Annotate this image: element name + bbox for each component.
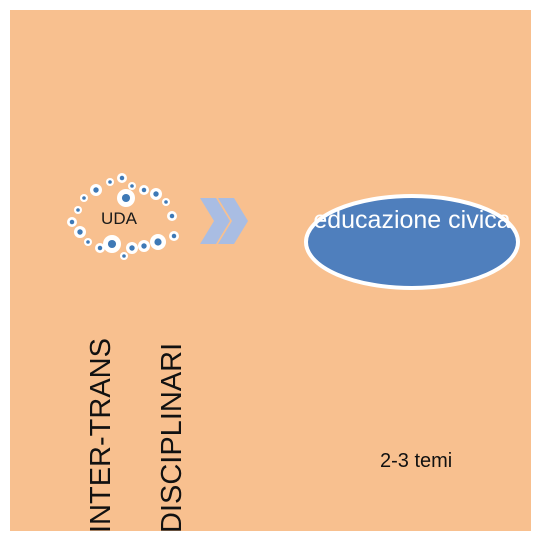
oval-shape [304,194,520,290]
dot-marker [74,226,86,238]
chevron-shape-1 [200,198,230,244]
dot-marker [67,217,77,227]
dot-marker [120,252,128,260]
dot-marker [95,243,105,253]
dot-ring-icon [67,173,179,260]
dot-marker [150,234,166,250]
uda-label: UDA [101,209,137,228]
uda-dot-cluster: UDA [66,168,186,268]
dot-marker [80,194,88,202]
dot-marker [90,184,102,196]
dot-marker [74,206,82,214]
chevron-shape-2 [218,198,248,244]
vertical-label-inter-trans: INTER-TRANS [85,338,117,533]
dot-marker [167,211,177,221]
dot-marker [150,188,162,200]
dot-marker [117,173,127,183]
vertical-label-disciplinari: DISCIPLINARI [156,342,188,533]
slide-canvas: UDA educazione civica INTER-TRANS DISCIP… [10,10,531,533]
dot-marker [106,178,114,186]
oval-text: educazione civica [313,206,511,234]
dot-marker [162,198,170,206]
double-chevron-arrow-icon [200,198,248,244]
dot-marker [103,235,121,253]
dot-marker [138,240,150,252]
dot-marker [126,242,138,254]
dot-marker [117,189,135,207]
dot-marker [139,185,149,195]
dot-marker [128,182,136,190]
dot-marker [169,231,179,241]
temi-count-label: 2-3 temi [380,450,453,472]
dot-marker [84,238,92,246]
educazione-civica-oval: educazione civica [302,192,522,292]
